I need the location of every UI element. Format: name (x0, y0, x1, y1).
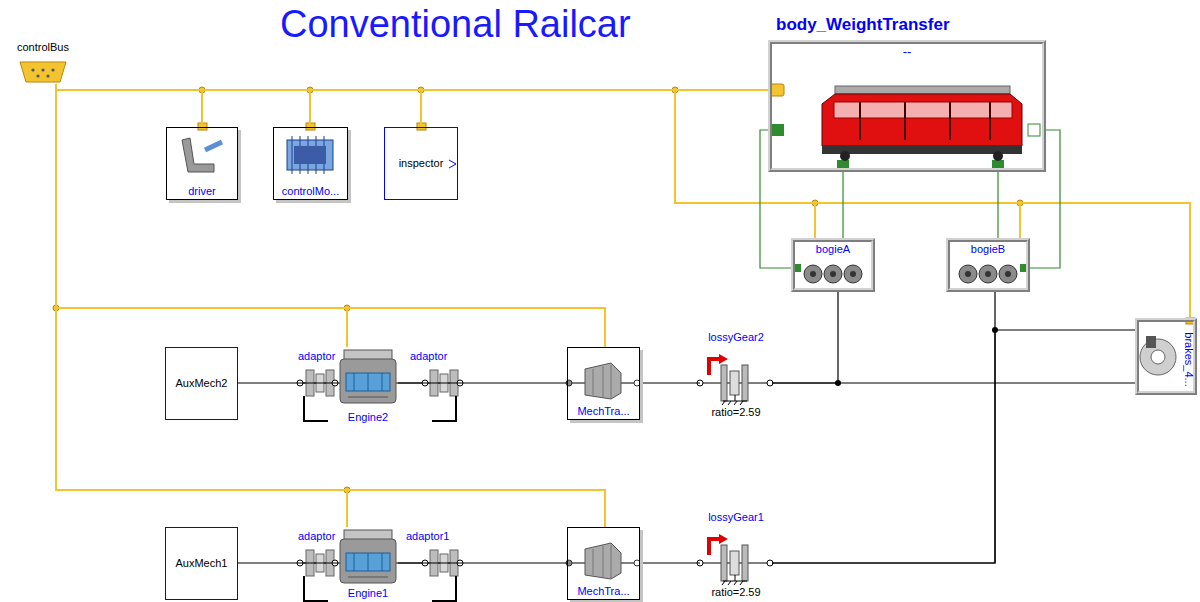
component-name: MechTra... (575, 404, 631, 419)
mech-connection (238, 382, 338, 383)
aux-mech-block: AuxMech2 (165, 347, 238, 420)
control-module: controlMo... (273, 127, 348, 200)
bus-connection (56, 84, 1190, 318)
aux-mech-block: AuxMech1 (165, 527, 238, 600)
component-name: bogieA (814, 242, 852, 257)
bus-connection (56, 84, 347, 527)
green-connection (997, 172, 998, 238)
component-name: driver (186, 184, 218, 199)
driver-block: driver (166, 127, 238, 200)
bus-connection (56, 84, 605, 347)
parameter-text: -- (901, 44, 914, 59)
body-model: body_WeightTransfer-- (768, 40, 1046, 172)
parameter-text: ratio=2.59 (709, 405, 762, 420)
mech-connection (772, 292, 995, 563)
component-name: body_WeightTransfer (774, 14, 952, 36)
component-name: bogieB (969, 242, 1007, 257)
component-name: AuxMech2 (174, 376, 230, 391)
mech-connection (772, 330, 1135, 563)
port-label: adaptor (296, 529, 337, 544)
component-name: MechTra... (575, 584, 631, 599)
component-name: Engine1 (346, 586, 390, 601)
bogie-block: bogieA (791, 238, 875, 292)
component-name: lossyGear1 (706, 510, 766, 525)
mech-transmission: MechTra... (567, 527, 640, 600)
port-label: adaptor1 (404, 529, 451, 544)
mech-connection (238, 562, 338, 563)
mech-transmission: MechTra... (567, 347, 640, 420)
component-name: controlMo... (280, 184, 341, 199)
mech-connection (772, 292, 838, 383)
mech-connection (640, 382, 700, 383)
bus-connection (56, 84, 605, 527)
lossy-gear: lossyGear1 ratio=2.59 (700, 510, 772, 600)
engine-block: Engine1 (338, 527, 398, 601)
bus-connection (56, 84, 1020, 238)
component-name: inspector (397, 156, 446, 171)
component-name: controlBus (15, 40, 71, 55)
component-name: AuxMech1 (174, 556, 230, 571)
component-name: Engine2 (346, 410, 390, 425)
component-name: brakes_4... (1180, 330, 1195, 388)
lossy-gear: lossyGear2 ratio=2.59 (700, 330, 772, 420)
port-label: adaptor (296, 349, 337, 364)
diagram-title: Conventional Railcar (280, 2, 631, 46)
parameter-text: ratio=2.59 (709, 585, 762, 600)
brake-block: brakes_4... (1135, 318, 1197, 395)
bus-connection (56, 84, 815, 238)
port-label: adaptor (408, 349, 449, 364)
component-name: lossyGear2 (706, 330, 766, 345)
mech-connection (772, 382, 1135, 383)
green-connection (842, 172, 843, 238)
green-connection (760, 130, 791, 268)
inspector-block: inspector (384, 127, 458, 200)
bogie-block: bogieB (946, 238, 1030, 292)
bus-connector: controlBus (12, 40, 74, 84)
mech-connection (398, 382, 567, 383)
mech-connection (640, 562, 700, 563)
mech-connection (398, 562, 567, 563)
engine-block: Engine2 (338, 347, 398, 425)
